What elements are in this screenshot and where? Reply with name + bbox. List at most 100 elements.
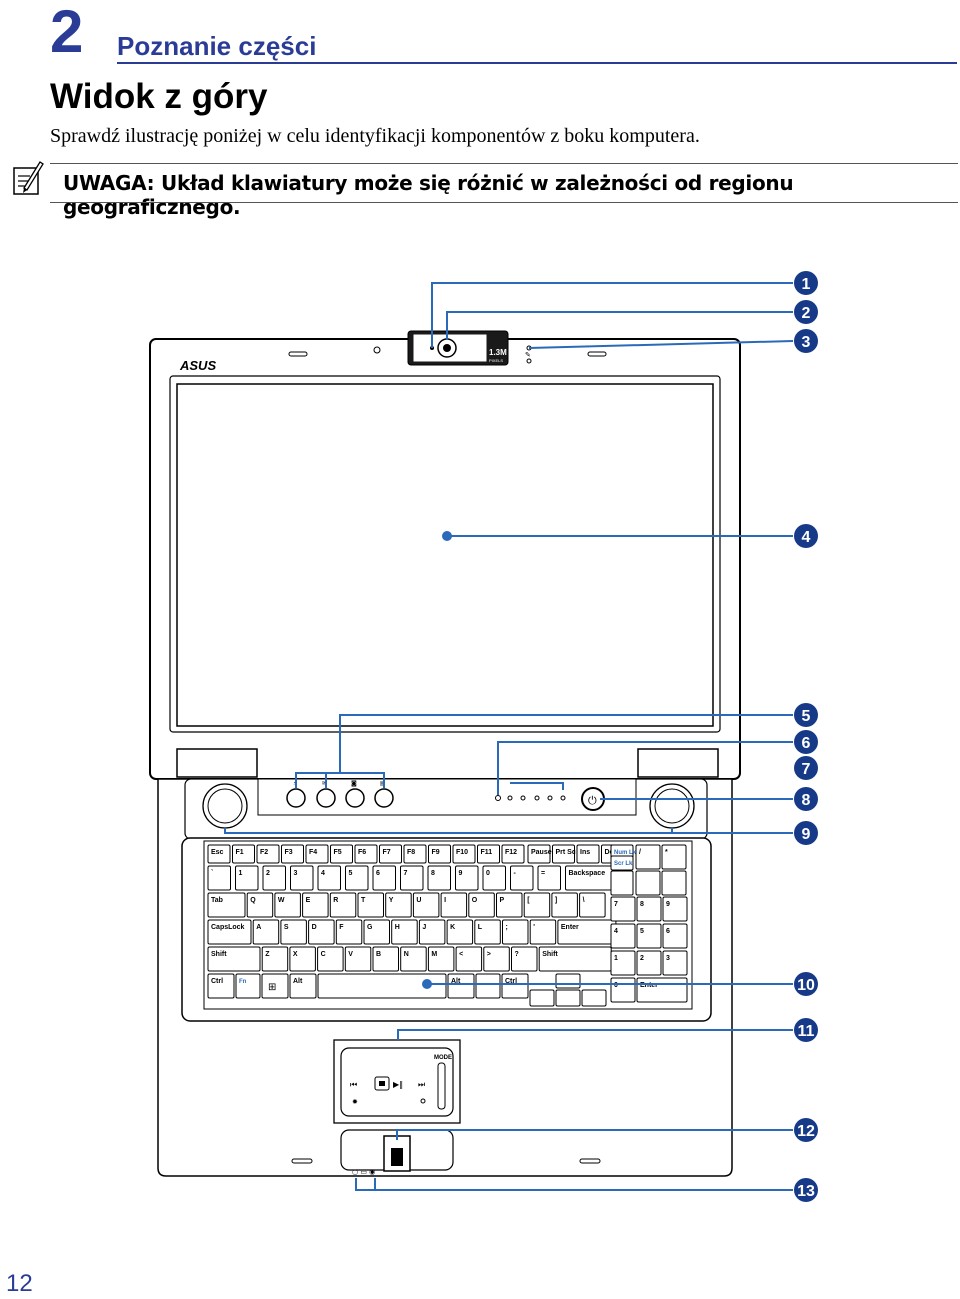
key-numpad-0[interactable]: 0 <box>610 977 636 1003</box>
key-f6[interactable]: F6 <box>354 844 378 864</box>
key-a-7[interactable]: J <box>418 919 446 945</box>
key-z-2[interactable]: X <box>289 946 316 972</box>
key-space[interactable] <box>317 973 447 999</box>
key-a-2[interactable]: S <box>280 919 307 945</box>
key-num-multiply[interactable]: * <box>661 844 687 870</box>
key-scroll-lock[interactable]: Scr Lk <box>610 855 634 871</box>
key-z-8[interactable]: < <box>455 946 483 972</box>
key-z-11[interactable]: Shift <box>538 946 612 972</box>
key-a-4[interactable]: F <box>335 919 363 945</box>
play-pause-icon[interactable]: ▶‖ <box>393 1080 403 1089</box>
key-f10[interactable]: F10 <box>452 844 476 864</box>
instant-key-1[interactable] <box>286 788 306 808</box>
key-a-12[interactable]: Enter <box>557 919 617 945</box>
key-num-1[interactable]: 1 <box>235 865 259 891</box>
key-num-minus[interactable] <box>661 870 687 896</box>
key-numpad-5[interactable]: 5 <box>636 923 662 949</box>
key-z-7[interactable]: M <box>427 946 455 972</box>
key-q-13[interactable]: \ <box>579 892 606 918</box>
key-z-9[interactable]: > <box>483 946 510 972</box>
key-num-12[interactable]: = <box>537 865 561 891</box>
key-num-del[interactable] <box>610 870 634 896</box>
key-a-3[interactable]: D <box>308 919 335 945</box>
key-q-9[interactable]: O <box>468 892 495 918</box>
key-a-6[interactable]: H <box>391 919 418 945</box>
key-num-11[interactable]: - <box>510 865 534 891</box>
key-num-10[interactable]: 0 <box>482 865 506 891</box>
key-q-1[interactable]: Q <box>246 892 274 918</box>
key-a-11[interactable]: ' <box>529 919 557 945</box>
key-q-2[interactable]: W <box>274 892 301 918</box>
key-a-8[interactable]: K <box>446 919 474 945</box>
key-num-8[interactable]: 8 <box>427 865 451 891</box>
key-f1[interactable]: F1 <box>232 844 255 864</box>
key-alt-left[interactable]: Alt <box>289 973 317 999</box>
prev-track-icon[interactable]: ⏮ <box>350 1080 357 1089</box>
key-z-0[interactable]: Shift <box>207 946 261 972</box>
key-num-9[interactable]: 9 <box>455 865 479 891</box>
next-track-icon[interactable]: ⏭ <box>418 1080 425 1089</box>
key-num-13[interactable]: Backspace <box>565 865 613 891</box>
key-q-8[interactable]: I <box>440 892 468 918</box>
key-num-6[interactable]: 6 <box>372 865 396 891</box>
key-a-10[interactable]: ; <box>502 919 529 945</box>
key-f3[interactable]: F3 <box>281 844 304 864</box>
key-z-4[interactable]: V <box>344 946 372 972</box>
key-num-enter[interactable]: Enter <box>636 977 688 1003</box>
key-prt-sc[interactable]: Prt Sc <box>552 844 576 864</box>
instant-key-3[interactable] <box>345 788 365 808</box>
key-numpad-8[interactable]: 8 <box>636 896 662 922</box>
key-z-1[interactable]: Z <box>261 946 289 972</box>
key-num-0[interactable]: ` <box>207 865 231 891</box>
key-numpad-3[interactable]: 3 <box>662 950 688 976</box>
key-q-6[interactable]: Y <box>385 892 412 918</box>
key-q-11[interactable]: [ <box>523 892 551 918</box>
key-num-4[interactable]: 4 <box>317 865 341 891</box>
key-z-10[interactable]: ? <box>511 946 538 972</box>
key-q-4[interactable]: R <box>329 892 357 918</box>
key-q-5[interactable]: T <box>357 892 384 918</box>
key-windows[interactable] <box>261 973 289 999</box>
key-q-0[interactable]: Tab <box>207 892 246 918</box>
key-num-5[interactable]: 5 <box>345 865 369 891</box>
key-z-6[interactable]: N <box>400 946 427 972</box>
key-numpad-4[interactable]: 4 <box>610 923 636 949</box>
key-f2[interactable]: F2 <box>256 844 280 864</box>
key-numpad-7[interactable]: 7 <box>610 896 636 922</box>
key-numpad-1[interactable]: 1 <box>610 950 636 976</box>
key-z-3[interactable]: C <box>317 946 344 972</box>
key-up[interactable] <box>555 973 581 989</box>
key-f11[interactable]: F11 <box>477 844 500 864</box>
key-q-12[interactable]: ] <box>551 892 578 918</box>
key-ctrl-left[interactable]: Ctrl <box>207 973 235 999</box>
key-ctrl-right[interactable]: Ctrl <box>501 973 529 999</box>
key-alt-right[interactable]: Alt <box>447 973 475 999</box>
key-f9[interactable]: F9 <box>428 844 451 864</box>
key-esc[interactable]: Esc <box>207 844 231 864</box>
key-num-2[interactable]: 2 <box>262 865 286 891</box>
key-ins[interactable]: Ins <box>576 844 600 864</box>
volume-slider[interactable] <box>437 1062 446 1110</box>
key-numpad-9[interactable]: 9 <box>662 896 688 922</box>
key-fn[interactable]: Fn <box>235 973 261 999</box>
key-f5[interactable]: F5 <box>330 844 353 864</box>
key-a-5[interactable]: G <box>363 919 390 945</box>
key-q-3[interactable]: E <box>302 892 329 918</box>
key-a-0[interactable]: CapsLock <box>207 919 252 945</box>
key-right[interactable] <box>581 989 607 1007</box>
key-num-divide[interactable]: / <box>635 844 661 870</box>
key-menu[interactable] <box>475 973 501 999</box>
key-down[interactable] <box>555 989 581 1007</box>
key-f12[interactable]: F12 <box>501 844 525 864</box>
key-numpad-2[interactable]: 2 <box>636 950 662 976</box>
key-f7[interactable]: F7 <box>379 844 402 864</box>
key-a-1[interactable]: A <box>252 919 280 945</box>
key-q-10[interactable]: P <box>496 892 523 918</box>
key-numpad-6[interactable]: 6 <box>662 923 688 949</box>
instant-key-2[interactable] <box>316 788 336 808</box>
key-num-3[interactable]: 3 <box>290 865 314 891</box>
key-f4[interactable]: F4 <box>305 844 329 864</box>
key-q-7[interactable]: U <box>412 892 440 918</box>
key-z-5[interactable]: B <box>372 946 399 972</box>
key-num-7[interactable]: 7 <box>400 865 424 891</box>
